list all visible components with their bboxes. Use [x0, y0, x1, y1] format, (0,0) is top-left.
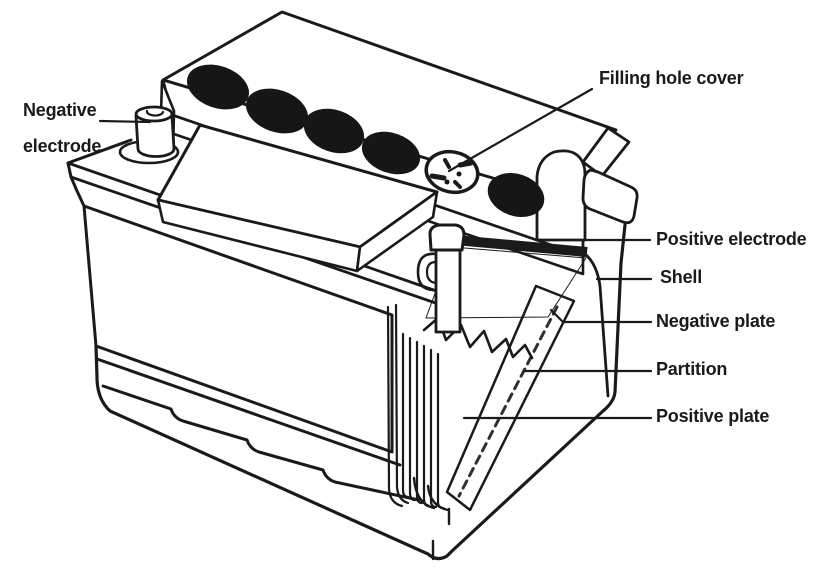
leader-filling-hole-cover [447, 87, 594, 173]
label-negative-electrode: Negative electrode [23, 100, 102, 156]
positive-terminal-post [416, 223, 466, 334]
bottom-silhouette [94, 223, 627, 561]
shell-cut-edge [583, 252, 610, 398]
cell-cap [303, 108, 365, 154]
cell-caps [186, 64, 545, 217]
label-shell: Shell [660, 267, 703, 287]
cell-cap [361, 131, 421, 175]
base-notch-line [101, 384, 421, 502]
label-positive-plate: Positive plate [656, 406, 770, 426]
label-partition: Partition [656, 359, 728, 379]
positive-plate-band [445, 284, 576, 512]
leader-negative-electrode [98, 119, 152, 124]
lid-right-flange-bar [581, 168, 639, 225]
cutaway-section [386, 235, 588, 526]
cell-cap [186, 64, 250, 110]
cell-cap [245, 88, 309, 134]
label-negative-plate: Negative plate [656, 311, 776, 331]
negative-terminal [118, 105, 180, 165]
leader-negative-plate [549, 308, 653, 324]
base-ledges [94, 223, 627, 561]
cell-cap [487, 173, 545, 217]
label-filling-hole-cover: Filling hole cover [599, 68, 744, 88]
lid-raised-panel [156, 123, 439, 273]
leader-lines [98, 87, 653, 420]
cut-lid-edge [454, 235, 588, 257]
base-cross-section [412, 476, 451, 526]
lid-right-hump [535, 149, 587, 242]
negative-plate-stack [386, 303, 445, 510]
label-positive-electrode: Positive electrode [656, 229, 807, 249]
case-front-face [82, 204, 394, 454]
